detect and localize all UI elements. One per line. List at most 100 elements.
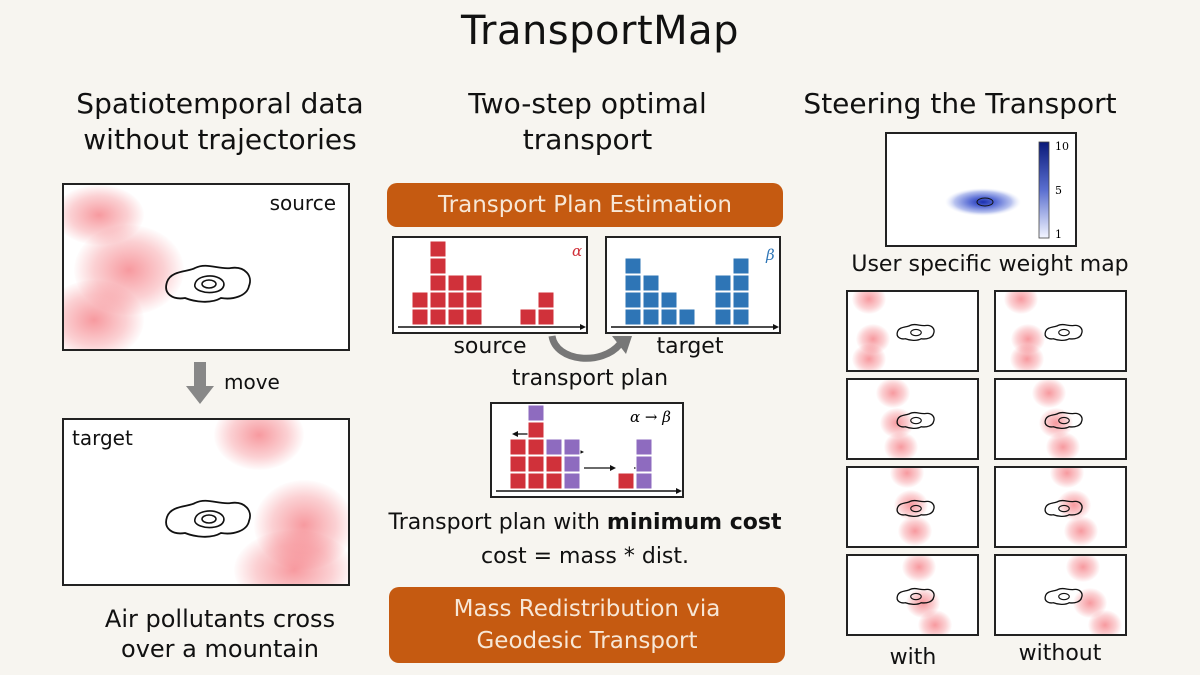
beta-bar-block — [732, 274, 750, 292]
with-weight-map — [846, 378, 979, 460]
pollutant-plume — [1032, 380, 1066, 408]
pollutant-plume — [902, 556, 936, 582]
beta-bar-block — [660, 291, 678, 309]
left-caption: Air pollutants cross over a mountain — [40, 604, 400, 664]
left-column-heading: Spatiotemporal data without trajectories — [40, 86, 400, 158]
page-title: TransportMap — [460, 8, 740, 54]
beta-bar-block — [624, 308, 642, 326]
source-label: source — [269, 191, 336, 215]
mountain-contour-icon — [1044, 499, 1083, 518]
middle-column-heading: Two-step optimal transport — [400, 86, 775, 158]
pollutant-plume — [852, 292, 886, 314]
plan-moved-block — [635, 455, 653, 473]
alpha-bar-block — [429, 308, 447, 326]
without-label: without — [1018, 641, 1102, 666]
plan-moved-block — [563, 455, 581, 473]
alpha-bar-block — [447, 274, 465, 292]
beta-bar-block — [642, 291, 660, 309]
transport-plan-estimation-banner: Transport Plan Estimation — [387, 183, 783, 227]
alpha-bar-block — [465, 308, 483, 326]
down-arrow-icon — [186, 362, 214, 404]
min-cost-prefix: Transport plan with — [388, 510, 607, 535]
pollutant-plume — [852, 344, 886, 370]
plan-source-block — [509, 438, 527, 456]
pollutant-plume — [1004, 292, 1038, 314]
beta-histogram: β — [605, 236, 781, 334]
target-map-panel: target — [62, 418, 350, 586]
beta-bar-block — [732, 308, 750, 326]
beta-bar-block — [732, 291, 750, 309]
beta-bar-block — [660, 308, 678, 326]
plan-moved-block — [527, 404, 545, 422]
mountain-contour-icon — [896, 411, 935, 430]
alpha-bar-block — [465, 274, 483, 292]
beta-bar-block — [714, 274, 732, 292]
without-weight-map — [994, 466, 1127, 548]
left-heading-line2: without trajectories — [83, 123, 357, 156]
weight-map-panel: 10 5 1 — [885, 132, 1077, 247]
plan-source-block — [527, 421, 545, 439]
alpha-bar-block — [537, 308, 555, 326]
beta-histogram-chart: β — [611, 246, 779, 330]
plan-source-block — [527, 455, 545, 473]
middle-heading-line2: transport — [522, 123, 653, 156]
plan-source-block — [509, 472, 527, 490]
pollutant-plume — [898, 516, 932, 546]
beta-bar-block — [678, 308, 696, 326]
transport-plan-histogram: α → β — [490, 402, 684, 498]
mountain-contour-icon — [1044, 587, 1083, 606]
middle-heading-line1: Two-step optimal — [468, 87, 707, 120]
plan-source-block — [527, 438, 545, 456]
pollutant-plume — [1088, 610, 1122, 634]
alpha-bar-block — [465, 291, 483, 309]
colorbar-tick-10: 10 — [1055, 140, 1069, 153]
pollutant-plume — [1066, 556, 1100, 582]
with-label: with — [889, 645, 937, 670]
left-caption-line2: over a mountain — [121, 635, 319, 663]
alpha-bar-block — [447, 291, 465, 309]
mountain-contour-icon — [165, 264, 251, 303]
banner-bottom-line1: Mass Redistribution via — [453, 596, 721, 622]
pollutant-plume — [1064, 516, 1098, 546]
plan-moved-block — [545, 438, 563, 456]
pollutant-plume — [884, 432, 918, 458]
without-weight-map — [994, 290, 1127, 372]
curved-arrow-icon — [548, 335, 632, 362]
beta-bar-block — [624, 257, 642, 275]
alpha-bar-block — [429, 274, 447, 292]
plan-moved-block — [635, 472, 653, 490]
pollutant-plume — [1010, 344, 1044, 370]
plan-source-block — [545, 455, 563, 473]
alpha-bar-block — [411, 308, 429, 326]
alpha-bar-block — [429, 291, 447, 309]
alpha-bar-block — [537, 291, 555, 309]
beta-bar-block — [714, 291, 732, 309]
pollutant-plume — [214, 420, 304, 470]
left-caption-line1: Air pollutants cross — [104, 605, 336, 633]
colorbar-tick-5: 5 — [1055, 184, 1062, 197]
transport-plan-chart: α → β — [496, 404, 682, 494]
beta-bar-block — [642, 308, 660, 326]
left-heading-line1: Spatiotemporal data — [76, 87, 364, 120]
move-label: move — [224, 370, 280, 394]
banner-bottom-line2: Geodesic Transport — [476, 628, 698, 654]
alpha-bar-block — [447, 308, 465, 326]
without-weight-map — [994, 554, 1127, 636]
alpha-bar-block — [519, 308, 537, 326]
beta-symbol: β — [765, 246, 775, 264]
mountain-contour-icon — [896, 499, 935, 518]
middle-source-label: source — [453, 334, 527, 359]
alpha-histogram-chart: α — [398, 240, 586, 330]
plan-source-block — [617, 472, 635, 490]
alpha-bar-block — [411, 291, 429, 309]
right-column-heading: Steering the Transport — [803, 87, 1117, 120]
alpha-bar-block — [429, 240, 447, 258]
plan-moved-block — [563, 472, 581, 490]
weight-map-chart: 10 5 1 — [945, 140, 1069, 241]
beta-bar-block — [624, 274, 642, 292]
mass-redistribution-banner: Mass Redistribution via Geodesic Transpo… — [389, 587, 785, 663]
mountain-contour-icon — [1044, 411, 1083, 430]
pollutant-plume — [1050, 468, 1084, 488]
plan-source-block — [545, 472, 563, 490]
without-weight-map — [994, 378, 1127, 460]
